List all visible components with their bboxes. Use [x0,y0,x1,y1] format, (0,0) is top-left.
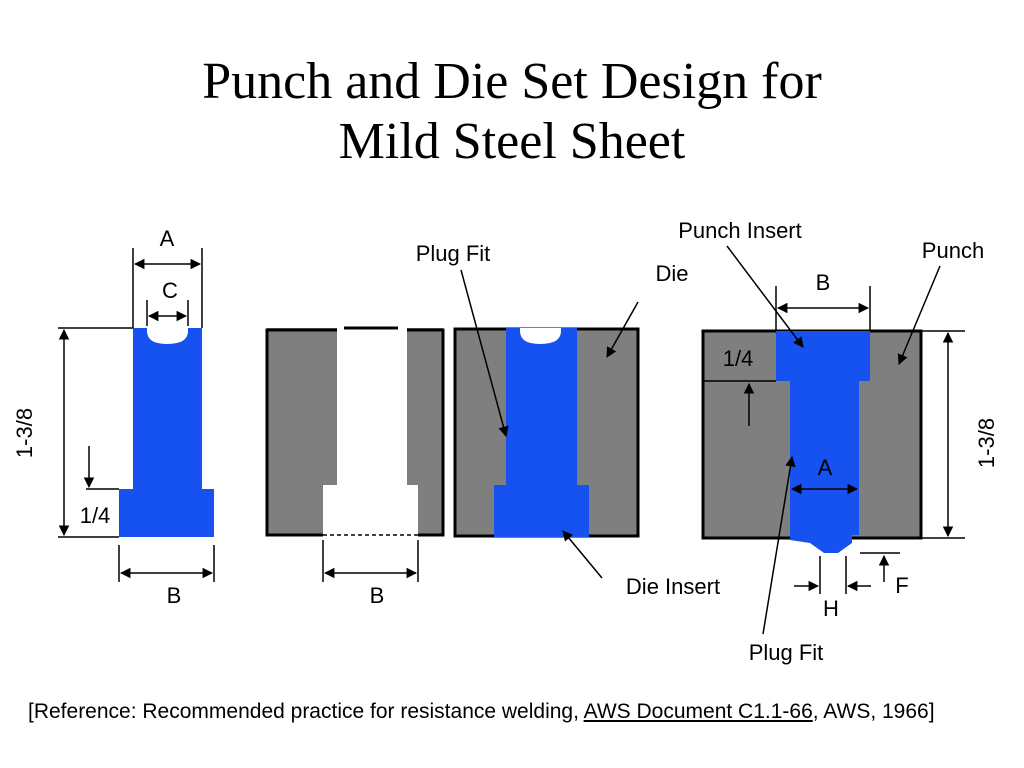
leader-plug-fit-top [460,269,509,438]
reference-suffix: , AWS, 1966] [812,700,935,723]
title-line-1: Punch and Die Set Design for [202,53,822,110]
label-right-A: A [818,455,833,480]
label-punch-insert: Punch Insert [678,218,802,243]
label-plug-fit-top: Plug Fit [416,241,491,266]
punch-tip-recess [147,328,188,344]
label-plug-fit-bottom: Plug Fit [749,640,824,665]
label-right-B: B [816,270,831,295]
label-punch: Punch [922,238,984,263]
leader-die-insert [562,530,603,579]
punch-insert-right [776,331,870,553]
die-bore [323,328,418,535]
label-die-B: B [370,583,385,608]
label-punch-B: B [167,583,182,608]
label-punch-quarter: 1/4 [80,503,111,528]
die-with-insert: Plug Fit Die Die Insert [416,241,720,599]
label-punch-height: 1-3/8 [12,408,37,458]
label-punch-C: C [162,278,178,303]
die-insert-body [494,328,589,537]
reference-prefix: [Reference: Recommended practice for res… [28,700,584,723]
reference-document-link: AWS Document C1.1-66 [583,700,813,723]
slide-title: Punch and Die Set Design for Mild Steel … [0,52,1024,172]
punch-insert-body [119,328,214,537]
label-F: F [895,573,908,598]
label-die-insert: Die Insert [626,574,720,599]
label-right-height: 1-3/8 [974,418,999,468]
title-line-2: Mild Steel Sheet [338,113,686,170]
label-right-quarter: 1/4 [723,346,754,371]
label-punch-A: A [160,226,175,251]
reference-citation: [Reference: Recommended practice for res… [28,697,1008,726]
die-block: B [265,326,445,608]
leader-plug-fit-bottom [762,455,796,635]
punch-with-insert: Punch Insert Punch B 1/4 A 1-3/8 F H Plu… [678,218,999,665]
die-insert-recess [520,328,561,344]
leader-punch-insert [726,245,804,348]
label-die: Die [655,261,688,286]
label-H: H [823,596,839,621]
punch-insert-left: A C 1-3/8 1/4 B [12,226,215,608]
leader-die [606,301,639,358]
leader-punch [897,265,941,365]
